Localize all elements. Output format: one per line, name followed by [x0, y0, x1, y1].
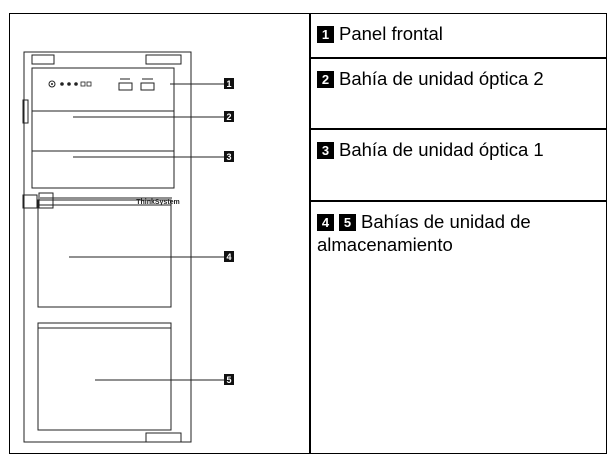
- storage-bay-2: [37, 327, 172, 431]
- bottom-right-slot: [145, 432, 182, 443]
- callout-badge-4: [224, 251, 234, 262]
- usb-port-1: [118, 82, 133, 91]
- legend-badge-1: 1: [317, 26, 334, 43]
- callout-badge-5: [224, 374, 234, 385]
- status-led-icon: [74, 82, 78, 86]
- status-led-icon: [80, 81, 86, 87]
- callout-label-4: 4: [226, 252, 231, 262]
- legend-badge-3: 3: [317, 142, 334, 159]
- legend-divider: [311, 57, 607, 59]
- callout-label-5: 5: [226, 375, 231, 385]
- top-right-slot: [145, 54, 182, 65]
- legend-text-2: Bahía de unidad óptica 2: [339, 68, 544, 89]
- legend-row-1: 1 Panel frontal: [311, 13, 607, 57]
- legend-row-2: 2 Bahía de unidad óptica 2: [311, 58, 607, 128]
- legend-divider: [311, 200, 607, 202]
- callout-badge-1: [224, 78, 234, 89]
- status-led-icon: [86, 81, 92, 87]
- legend-text-4: Bahías de unidad de almacenamiento: [317, 211, 531, 255]
- indicator-block-left: [22, 194, 38, 209]
- server-front-diagram: ThinkSystem 1 2 3 4 5: [22, 51, 234, 443]
- status-led-icon: [60, 82, 64, 86]
- callouts: 1 2 3 4 5: [224, 78, 234, 385]
- chassis-outline: [23, 51, 192, 443]
- top-left-slot: [31, 54, 55, 65]
- storage-bay-1: [37, 204, 172, 308]
- legend-badge-5: 5: [339, 214, 356, 231]
- usb-port-2: [140, 82, 155, 91]
- side-handle: [22, 99, 29, 124]
- front-panel-controls: [48, 78, 153, 88]
- callout-badge-3: [224, 151, 234, 162]
- optical-bay-1: [31, 150, 175, 189]
- legend-divider: [311, 128, 607, 130]
- legend-text-3: Bahía de unidad óptica 1: [339, 139, 544, 160]
- legend-badge-4: 4: [317, 214, 334, 231]
- figure-frame: [9, 13, 607, 454]
- brand-logo: ThinkSystem: [136, 199, 180, 206]
- legend-text-1: Panel frontal: [339, 23, 443, 44]
- column-divider: [309, 13, 311, 454]
- callout-label-2: 2: [226, 112, 231, 122]
- status-led-icon: [67, 82, 71, 86]
- legend-row-3: 3 Bahía de unidad óptica 1: [311, 129, 607, 200]
- legend-badge-2: 2: [317, 71, 334, 88]
- storage-bay-2-top-strip: [37, 322, 172, 329]
- power-button-icon: [48, 80, 56, 88]
- callout-label-1: 1: [226, 79, 231, 89]
- callout-badge-2: [224, 111, 234, 122]
- callout-label-3: 3: [226, 152, 231, 162]
